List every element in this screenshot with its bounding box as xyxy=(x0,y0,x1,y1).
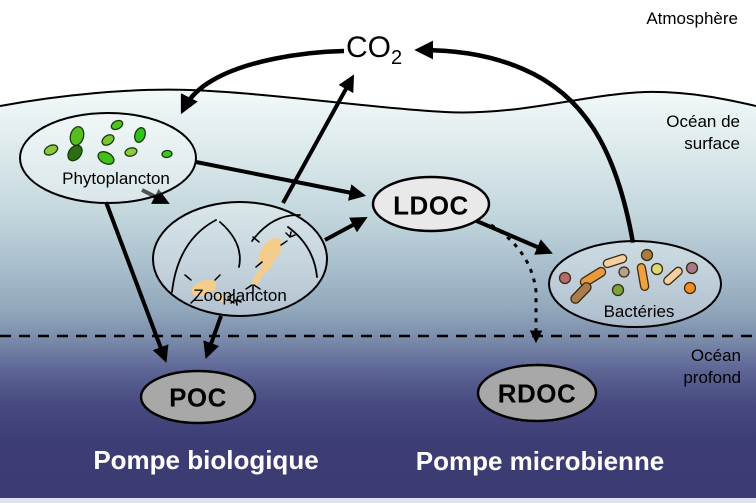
rdoc-label: RDOC xyxy=(497,378,577,409)
bacterium xyxy=(640,248,654,262)
arrow-zooplankton-to-ldoc xyxy=(324,217,368,242)
phyto-cell xyxy=(101,134,115,146)
phytoplankton-cells xyxy=(43,119,173,165)
copepod-body-left xyxy=(191,279,217,297)
flow-arrows xyxy=(104,40,636,363)
ldoc-node xyxy=(371,175,491,233)
phyto-cell xyxy=(110,119,124,131)
arrow-bacteria-to-co2 xyxy=(414,40,636,244)
bacteria-ellipse xyxy=(548,240,722,328)
copepod-body-right xyxy=(258,237,282,267)
biological-pump-label: Pompe biologique xyxy=(93,445,319,475)
bacterium xyxy=(683,281,697,295)
bacterium xyxy=(663,266,683,286)
arrow-ldoc-to-bacteria xyxy=(471,217,553,255)
bacterium xyxy=(685,261,699,275)
bacterium xyxy=(602,253,628,269)
copepod-legs xyxy=(184,231,296,306)
ldoc-label: LDOC xyxy=(393,190,469,221)
bacterium xyxy=(558,271,572,285)
arrow-zooplankton-to-poc xyxy=(203,315,223,359)
phyto-cell xyxy=(67,144,83,162)
arrow-co2-to-phytoplankton xyxy=(180,48,345,115)
phyto-cell xyxy=(124,147,138,157)
phytoplankton-label: Phytoplancton xyxy=(62,169,170,188)
atmosphere-label: Atmosphère xyxy=(646,9,738,28)
surface-ocean-label: Océan de surface xyxy=(666,112,740,154)
bacteria-shapes xyxy=(558,248,699,304)
microbial-pump-label: Pompe microbienne xyxy=(415,446,665,476)
phyto-cell xyxy=(69,126,85,146)
phyto-cell xyxy=(161,149,173,159)
bacterium xyxy=(636,262,650,292)
bacterium xyxy=(650,262,664,276)
bacterium xyxy=(611,283,625,297)
deep-ocean-label: Océan profond xyxy=(683,346,741,388)
zooplankton-label: Zooplancton xyxy=(193,286,287,305)
co2-subscript: 2 xyxy=(391,47,403,69)
co2-main-text: CO xyxy=(346,31,391,64)
poc-label: POC xyxy=(169,382,227,413)
bottom-border-strip xyxy=(0,498,756,503)
copepod-tail-left xyxy=(214,291,228,303)
phyto-cell xyxy=(97,151,115,165)
copepod-illustration xyxy=(171,214,318,306)
bacterium xyxy=(579,266,607,288)
sea-surface-waterline xyxy=(0,88,756,114)
arrow-ldoc-to-rdoc-dashed xyxy=(490,223,543,344)
rdoc-node xyxy=(476,363,598,423)
arrow-phytoplankton-to-poc xyxy=(104,201,169,363)
poc-node xyxy=(139,369,257,425)
phyto-cell xyxy=(134,127,146,143)
phyto-cell xyxy=(43,144,59,156)
bacteria-label: Bactéries xyxy=(603,302,675,321)
copepod-tail-right xyxy=(251,261,274,286)
copepod-antennae xyxy=(171,214,318,293)
bacterium xyxy=(570,282,592,304)
bacterium xyxy=(618,266,630,278)
co2-label: CO2 xyxy=(346,31,402,69)
arrow-phytoplankton-to-ldoc xyxy=(195,160,367,201)
